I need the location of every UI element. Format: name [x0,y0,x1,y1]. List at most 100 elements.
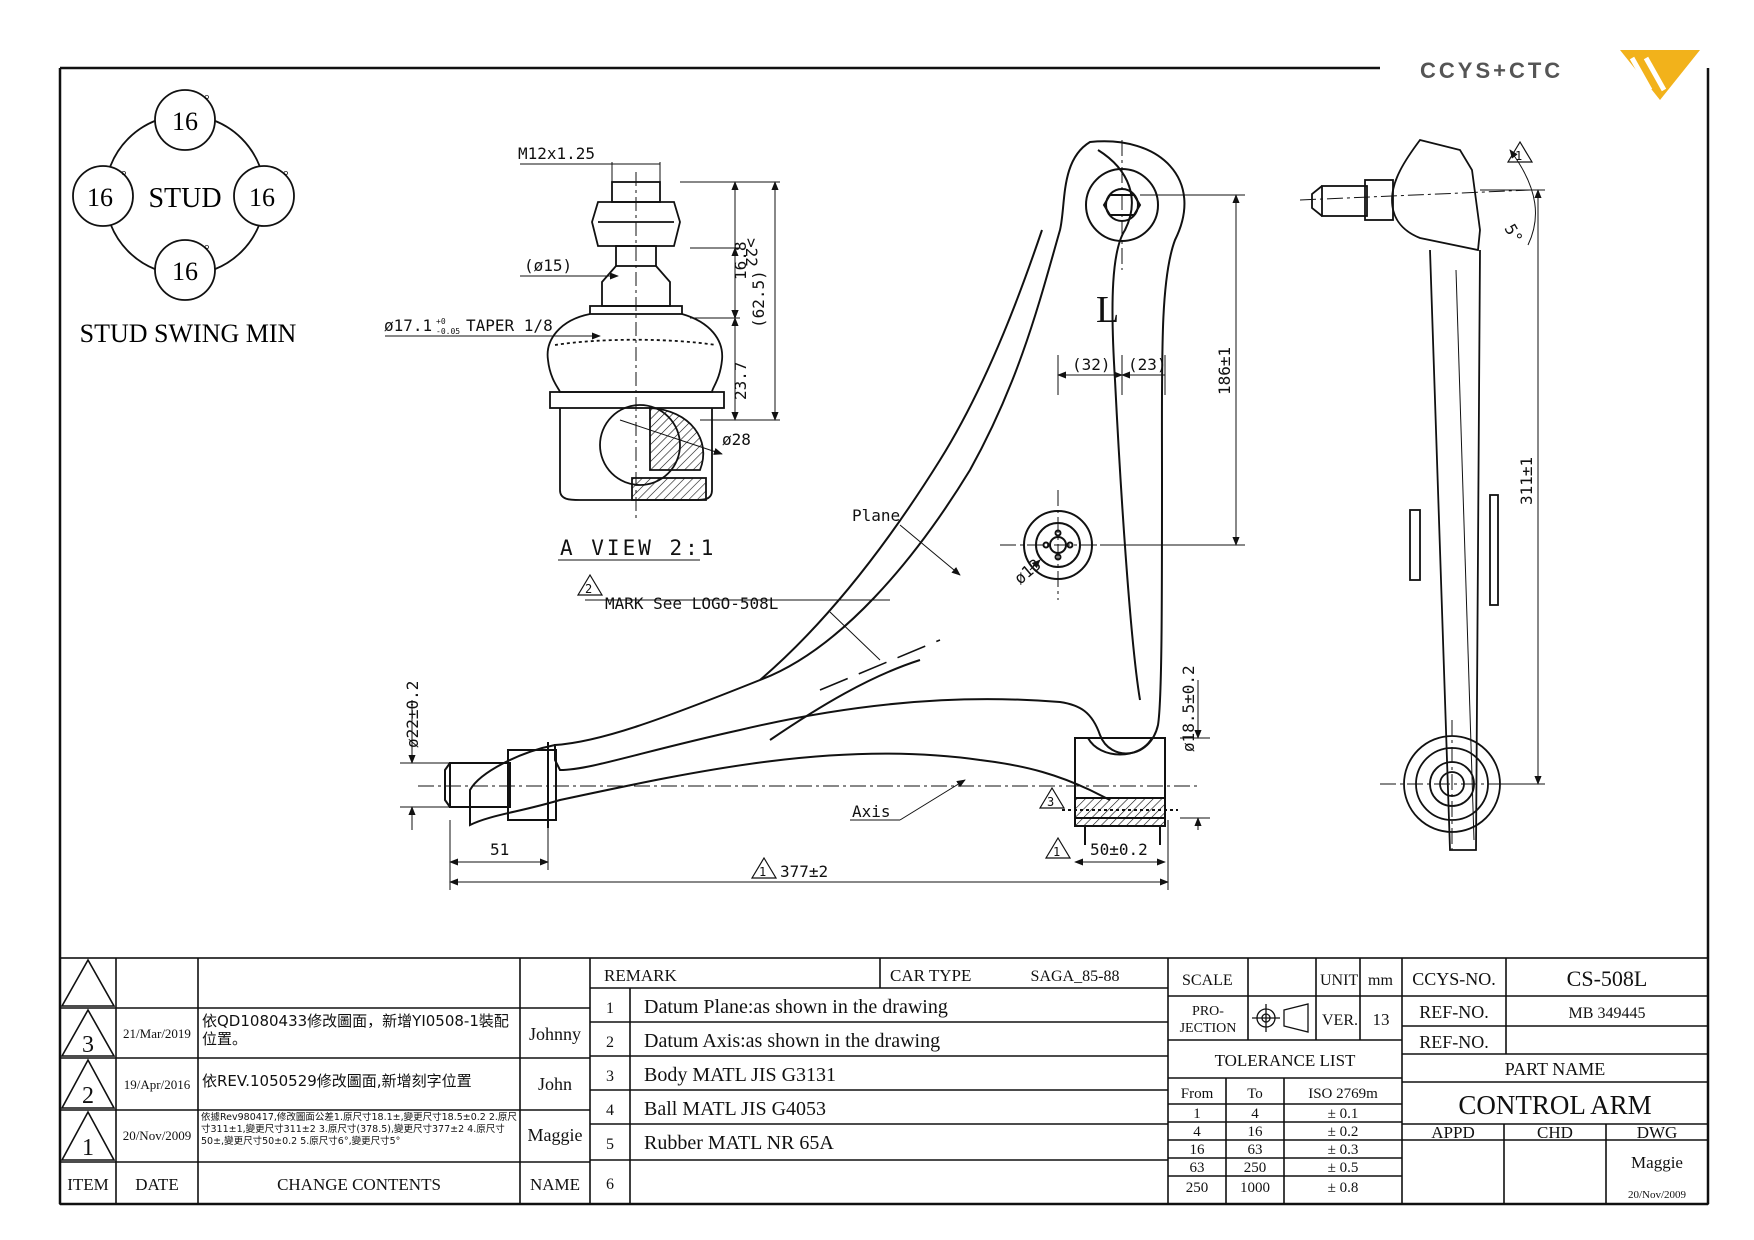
revision-row: 3 21/Mar/2019 依QD1080433修改圖面，新增YI0508-1裝… [82,1012,581,1058]
drawing-text: 1 [82,1135,94,1161]
swing-caption: STUD SWING MIN [80,319,297,348]
rev-change: 依QD1080433修改圖面，新增YI0508-1裝配位置。 [202,1012,509,1048]
side-datum-flag: 1 [1515,149,1522,163]
drawing-text: 1 [759,865,766,879]
drawing-text: 2 [585,582,592,596]
drawing-text: 1 [1053,845,1060,859]
rev-change: 依據Rev980417,修改圖面公差1.原尺寸18.1±,變更尺寸18.5±0.… [201,1112,517,1147]
drawing-text: 1 [606,1000,614,1017]
ccys-label: CCYS-NO. [1412,969,1496,989]
remark-item: Datum Axis:as shown in the drawing [644,1030,940,1052]
drawing-text: 4 [1193,1124,1201,1140]
remark-item: Rubber MATL NR 65A [644,1132,834,1154]
drawing-text: ± 0.2 [1328,1124,1359,1140]
degree-mark: ° [204,93,210,108]
tolerance-title: TOLERANCE LIST [1215,1051,1356,1070]
drawing-text: 5 [606,1136,614,1153]
drawing-text: 3 [82,1032,94,1058]
mark-note: 2 MARK See LOGO-508L [576,573,778,613]
drawing-text: 1000 [1240,1180,1270,1196]
swing-angle-bottom: 16 [172,257,198,286]
drawing-text: ISO 2769m [1308,1086,1378,1102]
remark-item: Datum Plane:as shown in the drawing [644,996,948,1018]
projection-symbol-icon [1252,1003,1309,1033]
part-name: CONTROL ARM [1458,1090,1651,1120]
drawing-text: 63 [1190,1160,1205,1176]
drawing-text: CCYS+CTC [1420,58,1563,83]
drawing-text: ± 0.1 [1328,1106,1359,1122]
rev-name: John [538,1074,572,1094]
drawing-text: ± 0.8 [1328,1180,1359,1196]
drawing-text: 250 [1186,1180,1209,1196]
unit-label: UNIT [1320,972,1358,989]
remark-label: REMARK [604,966,677,985]
rev-date: 20/Nov/2009 [123,1128,192,1143]
taper-text: TAPER 1/8 [466,316,553,335]
dim-23: (23) [1128,355,1167,374]
drawing-text: 3 [606,1068,614,1085]
side-view-dimensions: 1 311±1 5° [1480,140,1545,785]
dim-dia-22: ø22±0.2 [403,681,422,748]
datum-flag-3: 3 [1038,786,1066,809]
a-view-dimensions: M12x1.25 (ø15) ø17.1 +0 -0.05 TAPER 1/8 … [384,144,780,561]
dim-angle-5: 5° [1501,221,1527,247]
title-block: 3 21/Mar/2019 依QD1080433修改圖面，新增YI0508-1裝… [59,957,1709,1205]
mark-note-text: MARK See LOGO-508L [605,594,778,613]
stud-swing-diagram: STUD 16 16 16 16 ° ° ° ° STUD SWING MIN [72,89,297,348]
dim-dia-15: (ø15) [524,256,572,275]
datum-flag-1: 1 [1044,836,1072,859]
drawing-text: 4 [1251,1106,1259,1122]
dim-32: (32) [1072,355,1111,374]
drawing-text: 1 [1193,1106,1201,1122]
drawing-text: 250 [1244,1160,1267,1176]
projection-label: JECTION [1180,1021,1237,1036]
appd-label: APPD [1431,1123,1474,1142]
main-view-dimensions: L (32) (23) 186±1 Plane ø13 2 MARK See L… [400,194,1245,890]
car-type: SAGA_85-88 [1031,968,1120,985]
chd-label: CHD [1537,1123,1573,1142]
dim-377-group: 1 377±2 [750,856,828,881]
unit-value: mm [1368,972,1393,989]
drawing-text: 16 [1248,1124,1264,1140]
dim-23-7: 23.7 [731,361,750,400]
draw-date: 20/Nov/2009 [1628,1189,1687,1201]
drawing-text: 2 [606,1034,614,1051]
ref-no: MB 349445 [1569,1005,1646,1022]
remark-item: Ball MATL JIS G4053 [644,1098,826,1120]
col-change: CHANGE CONTENTS [277,1175,441,1194]
axis-label: Axis [852,802,891,821]
drawing-text: 6 [606,1176,614,1193]
revision-row: 1 20/Nov/2009 依據Rev980417,修改圖面公差1.原尺寸18.… [82,1112,583,1161]
dwg-label: DWG [1637,1123,1678,1142]
ref-label: REF-NO. [1419,1002,1489,1022]
ccys-no: CS-508L [1567,966,1648,991]
ball-joint-a-view [546,172,725,520]
drawing-text: 3 [1047,795,1054,809]
logo-mark-icon [1620,50,1700,100]
drawing-text: ± 0.3 [1328,1142,1359,1158]
dim-16-8: 16.8 [731,241,750,280]
dim-377: 377±2 [780,862,828,881]
taper-tol-plus: +0 [436,317,446,326]
rev-change: 依REV.1050529修改圖面,新增刻字位置 [202,1072,472,1090]
side-letter: L [1096,289,1119,331]
drawing-text: From [1181,1086,1214,1102]
degree-mark: ° [204,243,210,258]
dim-dia-18-5: ø18.5±0.2 [1179,665,1198,752]
degree-mark: ° [283,169,289,184]
degree-mark: ° [121,169,127,184]
rev-date: 19/Apr/2016 [124,1077,191,1092]
drawing-text: ± 0.5 [1328,1160,1359,1176]
swing-angle-left: 16 [87,183,113,212]
dim-51: 51 [490,840,509,859]
drawing-text: 2 [82,1083,94,1109]
drawer-name: Maggie [1631,1153,1683,1172]
dim-62-5: (62.5) [749,270,768,328]
ref-label: REF-NO. [1419,1032,1489,1052]
ver-value: 13 [1373,1010,1390,1029]
projection-label: PRO- [1192,1004,1224,1019]
stud-label: STUD [148,183,221,214]
dim-311: 311±1 [1517,457,1536,505]
